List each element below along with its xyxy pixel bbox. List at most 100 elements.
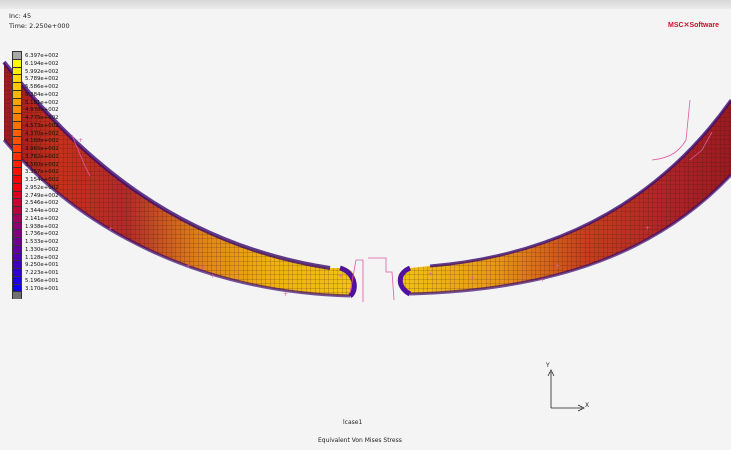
legend-row: 5.992e+002 (12, 66, 82, 75)
legend-swatch (12, 136, 22, 144)
legend-row (12, 291, 82, 299)
legend-row: 2.952e+002 (12, 182, 82, 191)
svg-text:+: + (200, 265, 205, 272)
legend-value: 4.978e+002 (25, 107, 59, 114)
legend-row: 3.762e+002 (12, 151, 82, 160)
legend-value: 5.586e+002 (25, 84, 59, 90)
ring-segment-left[interactable] (2, 60, 357, 298)
legend-swatch (12, 159, 22, 168)
legend-swatch (12, 51, 22, 59)
legend-value: 1.533e+002 (25, 239, 59, 245)
legend-row: 1.533e+002 (12, 237, 82, 245)
legend-row: 1.736e+002 (12, 229, 82, 237)
legend-swatch (12, 252, 22, 261)
svg-text:+: + (555, 263, 560, 270)
legend-value: 2.344e+002 (25, 208, 59, 214)
legend-value: 4.573e+002 (25, 122, 59, 129)
legend-row: 1.938e+002 (12, 221, 82, 230)
legend-swatch (12, 74, 22, 82)
svg-text:+: + (108, 226, 113, 233)
svg-text:+: + (470, 275, 475, 282)
legend-row: 3.170e+001 (12, 283, 82, 292)
legend-value: 3.357e+002 (25, 169, 59, 176)
legend-swatch (12, 144, 22, 152)
legend-row: 9.250e+001 (12, 260, 82, 268)
legend-value: 3.965e+002 (25, 146, 59, 152)
window-top-bar (0, 0, 731, 9)
msc-software-logo: MSC✕Software (668, 22, 719, 29)
legend-swatch (12, 275, 22, 284)
legend-value: 4.168e+002 (25, 138, 59, 145)
legend-swatch (12, 229, 22, 237)
legend-row: 5.384e+002 (12, 89, 82, 98)
legend-row: 3.560e+002 (12, 159, 82, 168)
legend-value: 1.330e+002 (25, 246, 59, 253)
legend-swatch (12, 213, 22, 222)
svg-text:+: + (540, 277, 545, 284)
legend-value: 1.736e+002 (25, 231, 59, 238)
legend-value: 6.194e+002 (25, 60, 59, 67)
legend-value: 3.170e+001 (25, 285, 59, 292)
legend-swatch (12, 237, 22, 245)
legend-row: 5.196e+001 (12, 275, 82, 284)
svg-text:+: + (210, 273, 215, 280)
legend-swatch (12, 190, 22, 199)
legend-swatch (12, 167, 22, 175)
legend-swatch (12, 120, 22, 129)
legend-value: 3.762e+002 (25, 153, 59, 160)
ring-segment-right[interactable] (397, 99, 731, 297)
legend-swatch (12, 206, 22, 214)
legend-row: 6.194e+002 (12, 58, 82, 67)
legend-swatch (12, 283, 22, 292)
legend-swatch (12, 82, 22, 90)
legend-swatch (12, 128, 22, 137)
svg-text:+: + (186, 263, 191, 270)
legend-row: 1.128e+002 (12, 252, 82, 261)
legend-swatch (12, 268, 22, 276)
axis-triad (547, 369, 585, 412)
legend-row: 2.344e+002 (12, 206, 82, 214)
x-axis-label: X (585, 402, 590, 409)
increment-label: Inc: 45 (9, 12, 32, 20)
legend-value: 1.128e+002 (25, 254, 59, 261)
legend-swatch (12, 221, 22, 230)
legend-swatch (12, 97, 22, 106)
legend-value: 7.223e+001 (25, 270, 59, 276)
legend-swatch (12, 113, 22, 121)
legend-row: 1.330e+002 (12, 244, 82, 253)
legend-row: 7.223e+001 (12, 268, 82, 276)
legend-swatch (12, 175, 22, 183)
legend-swatch (12, 198, 22, 206)
legend-value: 2.546e+002 (25, 200, 59, 207)
contact-outline (71, 99, 713, 302)
legend-row: 5.586e+002 (12, 82, 82, 90)
legend-swatch (12, 58, 22, 67)
result-quantity-label: Equivalent Von Mises Stress (318, 437, 402, 444)
legend-swatch (12, 151, 22, 160)
legend-swatch (12, 291, 22, 299)
legend-value: 3.560e+002 (25, 161, 59, 168)
legend-swatch (12, 66, 22, 75)
legend-value: 2.141e+002 (25, 215, 59, 222)
legend-value: 5.789e+002 (25, 76, 59, 83)
legend-value: 4.775e+002 (25, 115, 59, 121)
legend-swatch (12, 89, 22, 98)
load-case-label: lcase1 (343, 419, 363, 426)
legend-value: 1.938e+002 (25, 223, 59, 230)
legend-row: 4.573e+002 (12, 120, 82, 129)
svg-text:+: + (283, 291, 288, 298)
legend-row: 2.749e+002 (12, 190, 82, 199)
legend-swatch (12, 182, 22, 191)
legend-value: 5.992e+002 (25, 68, 59, 75)
legend-row: 2.141e+002 (12, 213, 82, 222)
legend-row: 3.154e+002 (12, 175, 82, 183)
legend-value: 5.181e+002 (25, 99, 59, 106)
legend-swatch (12, 105, 22, 113)
legend-swatch (12, 260, 22, 268)
legend-value: 6.397e+002 (25, 53, 59, 59)
legend-row: 6.397e+002 (12, 51, 82, 59)
legend-swatch (12, 244, 22, 253)
